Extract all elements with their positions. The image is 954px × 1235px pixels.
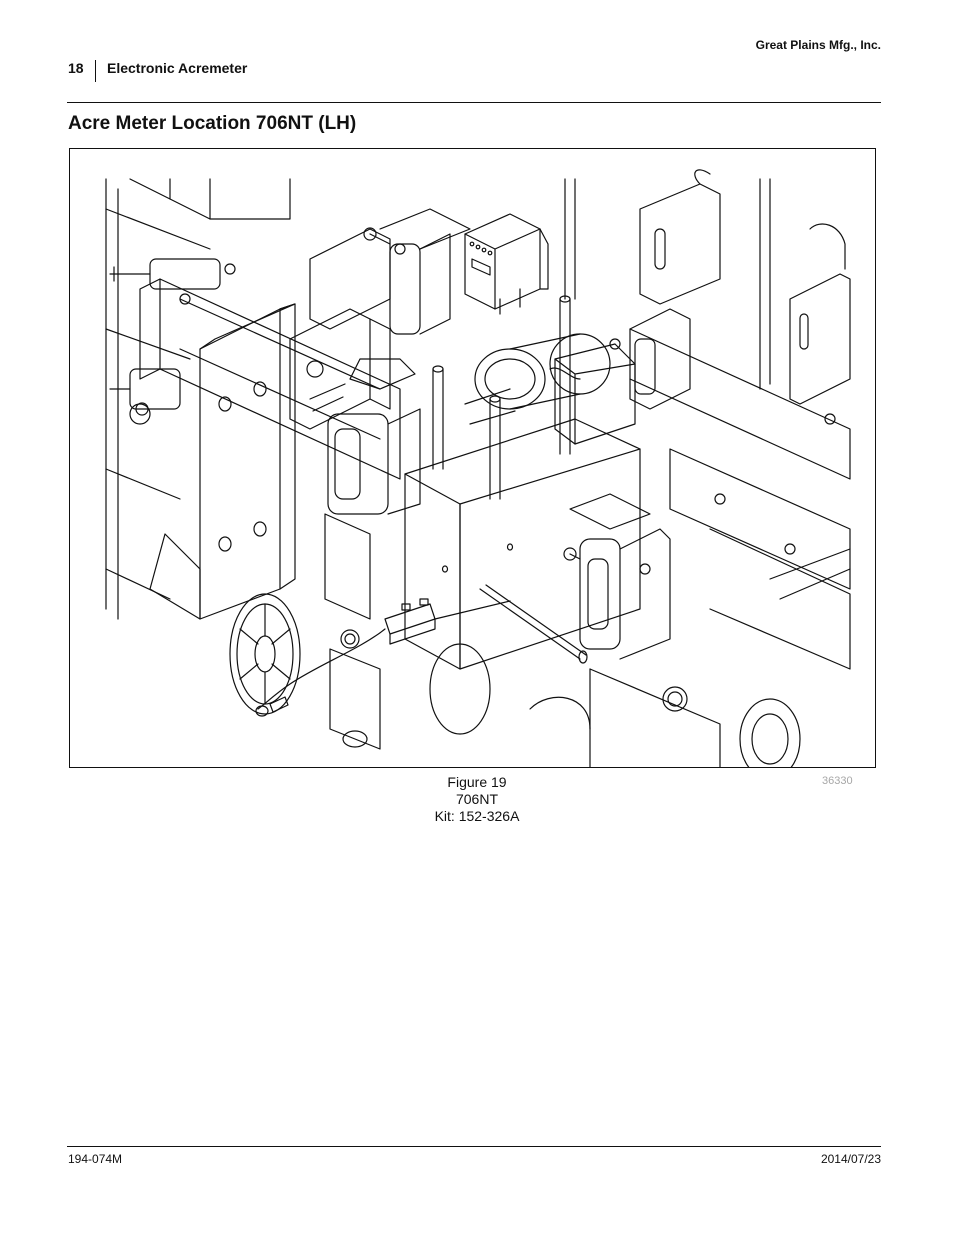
lower-center-clamp (324, 513, 381, 750)
figure-caption: Figure 19 706NT Kit: 152-326A (377, 774, 577, 825)
sensor-cable (255, 628, 386, 717)
caption-figure-number: Figure 19 (447, 774, 507, 790)
footer-rule (67, 1146, 881, 1147)
caption-model: 706NT (455, 791, 499, 807)
sensor-mount-bracket (404, 343, 641, 735)
company-name: Great Plains Mfg., Inc. (755, 38, 881, 52)
center-upright-posts (432, 178, 576, 500)
header-divider (95, 60, 96, 82)
document-date: 2014/07/23 (820, 1152, 881, 1166)
left-gauge-wheel (229, 593, 301, 715)
caption-kit: Kit: 152-326A (434, 808, 520, 824)
right-gauge-wheel (529, 668, 801, 767)
header-rule (67, 102, 881, 103)
acre-meter-line-drawing (105, 169, 851, 767)
left-frame-assembly (105, 178, 291, 620)
figure-reference-number: 36330 (822, 775, 853, 787)
clamp-bracket-upper-center (363, 208, 471, 335)
figure-illustration (69, 148, 876, 768)
section-title: Electronic Acremeter (107, 60, 248, 76)
bolt-heads (179, 243, 836, 575)
document-number: 194-074M (68, 1152, 123, 1166)
right-upper-plates (639, 169, 851, 405)
left-toolbar-tube (139, 278, 401, 480)
right-toolbar-tube (629, 328, 851, 670)
acremeter-unit (464, 213, 549, 315)
speed-sensor (384, 584, 588, 664)
bearing-housing (464, 333, 611, 425)
page-title: Acre Meter Location 706NT (LH) (68, 113, 357, 134)
left-mount-plate (149, 303, 296, 620)
clamp-bracket-right (563, 308, 691, 660)
clamp-bracket-center-left (309, 358, 421, 515)
page-number: 18 (68, 60, 84, 76)
